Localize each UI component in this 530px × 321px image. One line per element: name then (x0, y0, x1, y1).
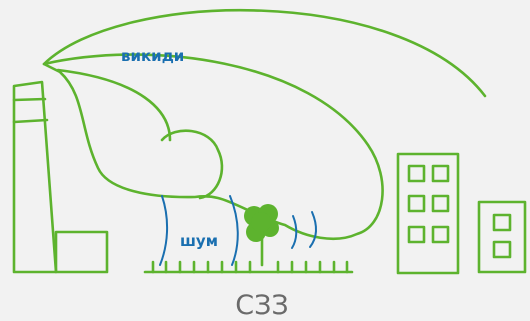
noise-wave-1 (159, 195, 169, 266)
noise-label: шум (180, 232, 218, 250)
noise-wave-3 (291, 215, 298, 249)
emission-cloud (42, 53, 384, 241)
noise-wave-4 (309, 211, 317, 248)
chimney-band-1 (12, 97, 47, 102)
factory-chimney (12, 80, 58, 274)
emission-inner-bump (160, 129, 224, 200)
residential-building-large (396, 152, 460, 275)
emission-inner-bulge (56, 68, 172, 142)
noise-wave-2 (229, 195, 239, 266)
tree (244, 204, 279, 267)
emissions-label: викиди (121, 47, 184, 65)
residential-building-small (477, 200, 527, 274)
chimney-band-2 (12, 118, 49, 124)
factory-building (54, 230, 109, 274)
zone-label: СЗЗ (235, 290, 288, 321)
emission-arc-outer (42, 9, 487, 98)
ground (143, 260, 354, 274)
